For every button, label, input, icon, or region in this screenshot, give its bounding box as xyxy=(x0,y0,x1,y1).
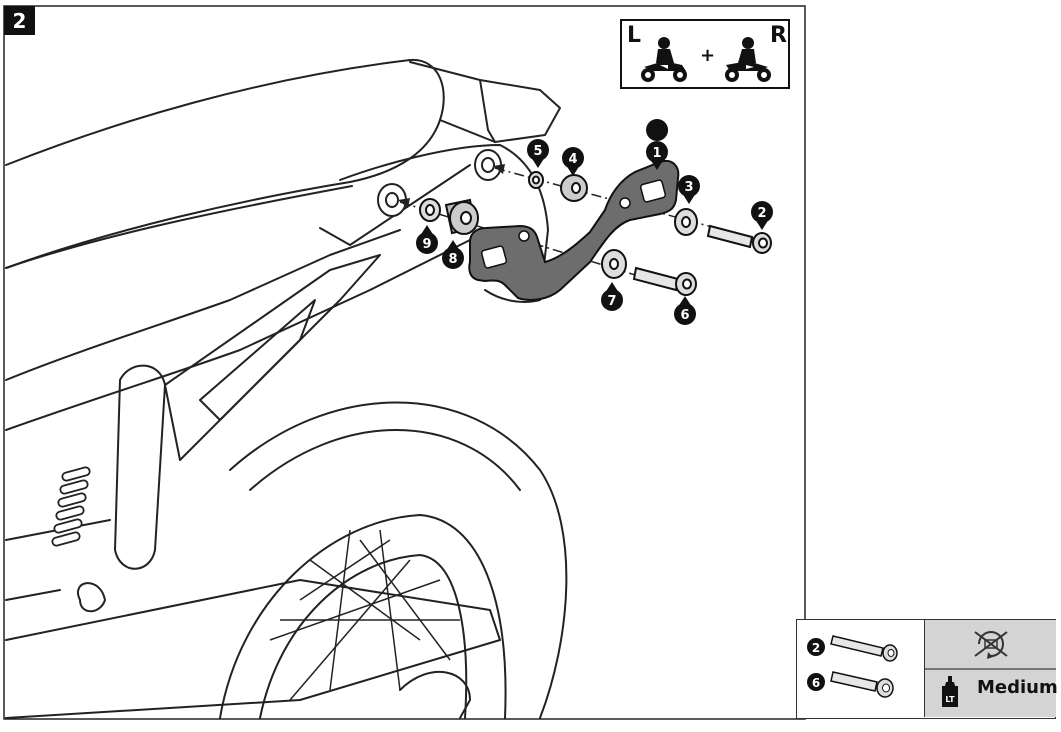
spec-requirements: LT Medium xyxy=(924,620,1058,717)
svg-text:4: 4 xyxy=(568,152,577,167)
spec-bolts: 2 6 xyxy=(807,635,898,698)
hand-grip xyxy=(399,671,471,719)
left-side-label: L xyxy=(627,23,642,48)
diagram-frame xyxy=(3,5,806,720)
threadlocker-icon-text: LT xyxy=(945,695,955,704)
seat-lower-edge xyxy=(5,185,353,269)
bolt-upper-shank xyxy=(706,224,754,249)
spec-bolt-6-shank xyxy=(830,671,878,692)
side-panel xyxy=(339,144,549,303)
bracket xyxy=(468,160,680,301)
callout-2: 2 xyxy=(751,201,773,230)
mounting-points xyxy=(377,149,502,217)
pivot-bolt xyxy=(77,582,106,613)
svg-text:1: 1 xyxy=(652,146,661,161)
tail-edge xyxy=(479,79,496,143)
svg-text:2: 2 xyxy=(757,206,766,221)
no-torque-icon xyxy=(974,631,1008,659)
bracket-logo-upper xyxy=(639,179,667,203)
bracket-hole-lower xyxy=(518,230,530,242)
svg-text:5: 5 xyxy=(533,144,542,159)
bracket-logo-lower xyxy=(480,245,508,269)
right-side-label: R xyxy=(770,23,787,48)
frame-tube-vertical xyxy=(114,364,166,570)
svg-text:9: 9 xyxy=(422,237,431,252)
bracket-details xyxy=(480,179,667,269)
fasteners xyxy=(419,171,772,296)
vent-slots xyxy=(51,466,91,547)
step-number-badge: 2 xyxy=(4,6,35,35)
svg-text:3: 3 xyxy=(684,180,693,195)
callouts: 1 2 3 4 5 6 7 8 xyxy=(416,119,773,325)
spec-bolt-label-6: 6 xyxy=(812,676,820,690)
callout-1: 1 xyxy=(646,119,669,170)
subframe-top xyxy=(5,229,401,381)
svg-text:8: 8 xyxy=(448,252,457,267)
threadlocker-bottle-icon: LT xyxy=(942,676,958,707)
threadlocker-strength: Medium xyxy=(977,677,1058,698)
subframe-bottom xyxy=(5,239,471,431)
rear-wheel-rim xyxy=(219,514,507,719)
swingarm xyxy=(5,579,501,719)
rear-fender xyxy=(229,401,568,719)
callout-3: 3 xyxy=(678,175,700,204)
motorcycle-outline xyxy=(5,58,568,719)
fastener-spec-panel: 2 6 LT Medium xyxy=(796,619,1058,719)
bracket-hole-upper xyxy=(619,197,631,209)
callout-7: 7 xyxy=(601,282,623,311)
frame-gusset xyxy=(164,254,381,461)
callout-6: 6 xyxy=(674,296,696,325)
spec-bolt-label-2: 2 xyxy=(812,641,820,655)
spec-divider xyxy=(925,668,1056,670)
rear-wheel-inner xyxy=(259,554,468,719)
svg-text:6: 6 xyxy=(680,308,689,323)
wheel-spokes xyxy=(269,529,460,701)
callout-9: 9 xyxy=(416,225,438,254)
rider-left-icon xyxy=(641,37,687,82)
frame-rail-upper xyxy=(319,164,471,246)
svg-text:7: 7 xyxy=(607,294,616,309)
axis-arrows xyxy=(398,164,505,208)
frame-cutout xyxy=(199,299,316,421)
bolt-lower-shank xyxy=(632,266,680,292)
rider-right-icon xyxy=(725,37,771,82)
plus-sign: + xyxy=(700,45,716,66)
orientation-panel: L + R xyxy=(620,19,790,89)
callout-4: 4 xyxy=(562,147,584,176)
spec-bolt-2-shank xyxy=(830,635,884,657)
fender-inner xyxy=(249,429,521,491)
callout-8: 8 xyxy=(442,240,464,269)
tail-cowl xyxy=(409,61,561,143)
callout-5: 5 xyxy=(527,139,549,168)
